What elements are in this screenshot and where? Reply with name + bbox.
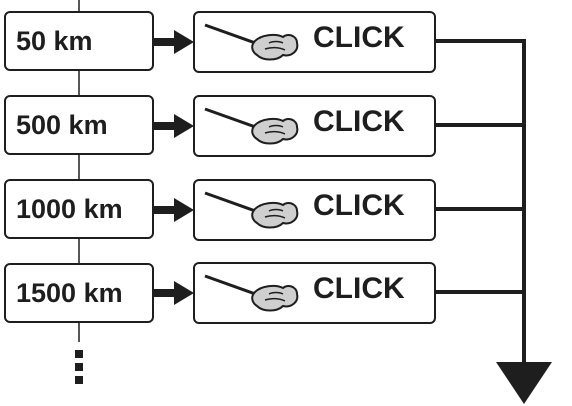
click-box: CLICK <box>193 11 436 73</box>
distance-box: 1500 km <box>4 263 154 323</box>
click-label: CLICK <box>313 105 405 138</box>
distance-label: 500 km <box>16 110 108 140</box>
key-tool-icon <box>204 274 299 312</box>
distance-box: 50 km <box>4 11 154 71</box>
distance-label: 50 km <box>16 26 93 56</box>
right-arrow-icon <box>154 30 194 54</box>
distance-label: 1500 km <box>16 278 123 308</box>
ellipsis-dot <box>75 350 83 358</box>
key-tool-icon <box>204 191 299 229</box>
ellipsis-dot <box>75 376 83 384</box>
click-box: CLICK <box>193 179 436 241</box>
distance-box: 1000 km <box>4 179 154 239</box>
distance-box: 500 km <box>4 95 154 155</box>
ellipsis-dot <box>75 363 83 371</box>
key-tool-icon <box>204 23 299 61</box>
click-label: CLICK <box>313 189 405 222</box>
right-arrow-icon <box>154 281 194 305</box>
key-tool-icon <box>204 107 299 145</box>
click-label: CLICK <box>313 272 405 305</box>
main-down-arrowhead <box>496 362 552 404</box>
right-arrow-icon <box>154 198 194 222</box>
distance-label: 1000 km <box>16 194 123 224</box>
click-box: CLICK <box>193 95 436 157</box>
right-arrow-icon <box>154 114 194 138</box>
click-label: CLICK <box>313 21 405 54</box>
click-box: CLICK <box>193 262 436 324</box>
